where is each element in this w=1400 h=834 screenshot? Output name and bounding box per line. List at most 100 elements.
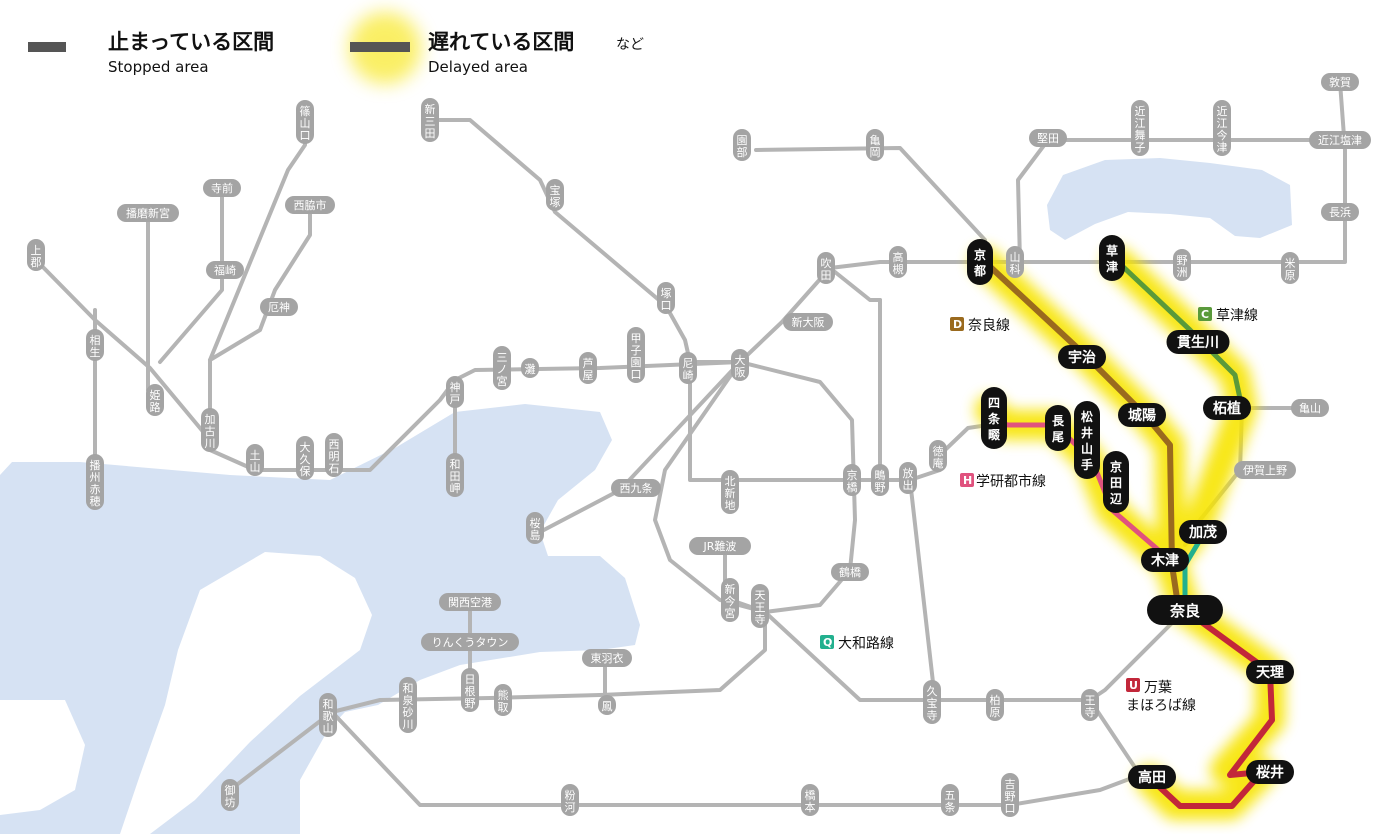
station-marker[interactable]: 大阪 xyxy=(731,349,749,381)
station-marker[interactable]: 伊賀上野 xyxy=(1234,461,1296,479)
key-station-marker[interactable]: 桜井 xyxy=(1246,760,1294,784)
station-marker[interactable]: 橋本 xyxy=(801,784,819,816)
station-marker[interactable]: 長浜 xyxy=(1321,203,1359,221)
station-marker[interactable]: 新今宮 xyxy=(721,578,739,622)
key-station-marker[interactable]: 柘植 xyxy=(1203,396,1251,420)
station-marker[interactable]: 園部 xyxy=(733,129,751,161)
station-label: 吉野口 xyxy=(1005,778,1016,815)
station-label: 相生 xyxy=(90,334,101,359)
station-marker[interactable]: 北新地 xyxy=(721,470,739,514)
station-marker[interactable]: 福崎 xyxy=(206,261,244,279)
station-marker[interactable]: 和泉砂川 xyxy=(399,677,417,733)
station-marker[interactable]: 放出 xyxy=(899,462,917,494)
station-marker[interactable]: 鴫野 xyxy=(871,464,889,496)
key-station-label: 宇治 xyxy=(1068,349,1096,366)
station-label: 野洲 xyxy=(1177,254,1188,279)
station-marker[interactable]: 西九条 xyxy=(611,479,661,497)
key-station-marker[interactable]: 高田 xyxy=(1128,765,1176,789)
station-marker[interactable]: 播州赤穂 xyxy=(86,454,104,510)
station-label: 天王寺 xyxy=(755,589,766,626)
station-marker[interactable]: 篠山口 xyxy=(296,100,314,144)
station-marker[interactable]: 甲子園口 xyxy=(627,327,645,383)
station-label: 御坊 xyxy=(225,783,236,809)
station-marker[interactable]: 和田岬 xyxy=(446,453,464,497)
key-station-marker[interactable]: 加茂 xyxy=(1179,520,1227,544)
station-marker[interactable]: 関西空港 xyxy=(439,593,501,611)
station-marker[interactable]: 堅田 xyxy=(1029,129,1067,147)
station-marker[interactable]: 三ノ宮 xyxy=(493,346,511,390)
station-marker[interactable]: 神戸 xyxy=(446,376,464,408)
station-marker[interactable]: 天王寺 xyxy=(751,584,769,628)
station-marker[interactable]: 芦屋 xyxy=(579,352,597,384)
station-marker[interactable]: 野洲 xyxy=(1173,249,1191,281)
station-label: 敦賀 xyxy=(1329,75,1351,89)
delayed-swatch xyxy=(350,42,410,52)
station-marker[interactable]: 亀岡 xyxy=(866,129,884,161)
station-marker[interactable]: 新三田 xyxy=(421,98,439,142)
station-marker[interactable]: 寺前 xyxy=(203,179,241,197)
station-marker[interactable]: 加古川 xyxy=(201,408,219,452)
station-marker[interactable]: 新大阪 xyxy=(783,313,833,331)
key-station-marker[interactable]: 松井山手 xyxy=(1074,401,1100,479)
station-marker[interactable]: 徳庵 xyxy=(929,440,947,472)
key-station-marker[interactable]: 四条畷 xyxy=(981,387,1007,449)
station-marker[interactable]: 久宝寺 xyxy=(923,680,941,724)
station-marker[interactable]: 大久保 xyxy=(296,436,314,480)
key-station-marker[interactable]: 奈良 xyxy=(1147,595,1223,625)
key-station-marker[interactable]: 京田辺 xyxy=(1103,451,1129,513)
station-marker[interactable]: 尼崎 xyxy=(679,352,697,384)
key-station-label: 桜井 xyxy=(1256,764,1284,781)
station-marker[interactable]: JR難波 xyxy=(689,537,751,555)
station-marker[interactable]: 亀山 xyxy=(1291,399,1329,417)
key-station-marker[interactable]: 京都 xyxy=(967,239,993,285)
station-marker[interactable]: 東羽衣 xyxy=(582,649,632,667)
station-marker[interactable]: 山科 xyxy=(1006,246,1024,278)
station-marker[interactable]: 高槻 xyxy=(889,246,907,278)
station-marker[interactable]: 米原 xyxy=(1281,252,1299,284)
station-marker[interactable]: 熊取 xyxy=(494,684,512,716)
station-marker[interactable]: 五条 xyxy=(941,784,959,816)
station-marker[interactable]: 近江今津 xyxy=(1213,100,1231,156)
key-station-marker[interactable]: 城陽 xyxy=(1118,403,1166,427)
key-station-marker[interactable]: 宇治 xyxy=(1058,345,1106,369)
key-station-marker[interactable]: 天理 xyxy=(1246,660,1294,684)
key-station-marker[interactable]: 長尾 xyxy=(1045,405,1071,451)
station-marker[interactable]: 敦賀 xyxy=(1321,73,1359,91)
station-marker[interactable]: 粉河 xyxy=(561,784,579,816)
station-marker[interactable]: 西脇市 xyxy=(285,196,335,214)
station-marker[interactable]: りんくうタウン xyxy=(421,633,519,651)
station-marker[interactable]: 播磨新宮 xyxy=(117,204,179,222)
station-marker[interactable]: 柏原 xyxy=(986,689,1004,721)
station-marker[interactable]: 西明石 xyxy=(325,433,343,477)
station-marker[interactable]: 京橋 xyxy=(843,464,861,496)
station-marker[interactable]: 日根野 xyxy=(461,668,479,712)
key-station-label: 松井山手 xyxy=(1081,409,1093,472)
station-marker[interactable]: 吹田 xyxy=(817,252,835,284)
station-marker[interactable]: 上郡 xyxy=(27,239,45,271)
station-marker[interactable]: 厄神 xyxy=(260,298,298,316)
station-label: 伊賀上野 xyxy=(1243,464,1287,477)
station-marker[interactable]: 宝塚 xyxy=(546,179,564,211)
station-marker[interactable]: 土山 xyxy=(246,444,264,476)
station-marker[interactable]: 王寺 xyxy=(1081,689,1099,721)
station-marker[interactable]: 和歌山 xyxy=(319,693,337,737)
station-marker[interactable]: 近江塩津 xyxy=(1309,131,1371,149)
station-marker[interactable]: 灘 xyxy=(521,358,539,378)
key-station-marker[interactable]: 草津 xyxy=(1099,235,1125,281)
station-marker[interactable]: 吉野口 xyxy=(1001,773,1019,817)
station-marker[interactable]: 御坊 xyxy=(221,779,239,811)
stopped-legend-title: 止まっている区間 xyxy=(108,30,274,54)
key-station-label: 奈良 xyxy=(1169,602,1200,620)
station-marker[interactable]: 鶴橋 xyxy=(831,563,869,581)
station-label: 亀岡 xyxy=(870,133,881,159)
key-station-marker[interactable]: 貫生川 xyxy=(1166,330,1230,354)
station-label: 亀山 xyxy=(1299,401,1321,415)
station-marker[interactable]: 塚口 xyxy=(657,282,675,314)
station-marker[interactable]: 相生 xyxy=(86,329,104,361)
station-marker[interactable]: 近江舞子 xyxy=(1131,100,1149,156)
station-marker[interactable]: 桜島 xyxy=(526,512,544,544)
key-station-marker[interactable]: 木津 xyxy=(1141,548,1189,572)
station-marker[interactable]: 姫路 xyxy=(146,384,164,416)
station-marker[interactable]: 鳳 xyxy=(598,695,616,715)
